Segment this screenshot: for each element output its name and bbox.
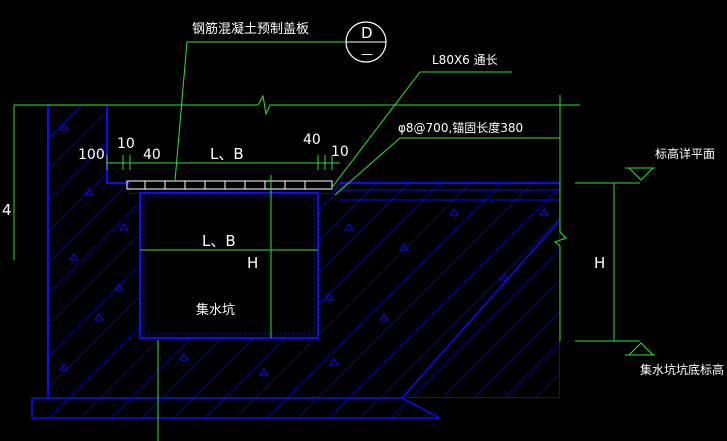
dimension-lines — [13, 41, 655, 441]
angle-steel-label: L80X6 通长 — [432, 53, 498, 67]
dim-40-right: 40 — [303, 132, 321, 148]
detail-marker: D — — [345, 21, 387, 63]
detail-mark-letter: D — [361, 24, 373, 42]
floor-level-label: 标高详平面 — [655, 146, 715, 161]
dim-100: 100 — [78, 147, 105, 163]
dim-10-left: 10 — [117, 136, 135, 152]
annotation-text: 钢筋混凝土预制盖板 L80X6 通长 φ8@700,锚固长度380 标高详平面 … — [2, 21, 724, 377]
pit-lining — [126, 180, 560, 339]
dim-lb-inner: L、B — [202, 232, 236, 250]
concrete-body — [31, 105, 561, 419]
dim-h-inner: H — [247, 254, 258, 272]
dim-h-right: H — [594, 254, 605, 272]
edge-number: 4 — [2, 201, 12, 219]
dim-10-right: 10 — [331, 144, 349, 160]
pit-bottom-level-label: 集水坑坑底标高 — [640, 362, 724, 377]
detail-mark-sub: — — [361, 47, 373, 61]
dim-lb-top: L、B — [210, 145, 244, 163]
pit-name-label: 集水坑 — [196, 302, 235, 318]
dim-40-left: 40 — [143, 147, 161, 163]
cover-plate-label: 钢筋混凝土预制盖板 — [192, 21, 309, 37]
rebar-label: φ8@700,锚固长度380 — [398, 120, 523, 135]
aggregate-marks — [59, 123, 549, 376]
